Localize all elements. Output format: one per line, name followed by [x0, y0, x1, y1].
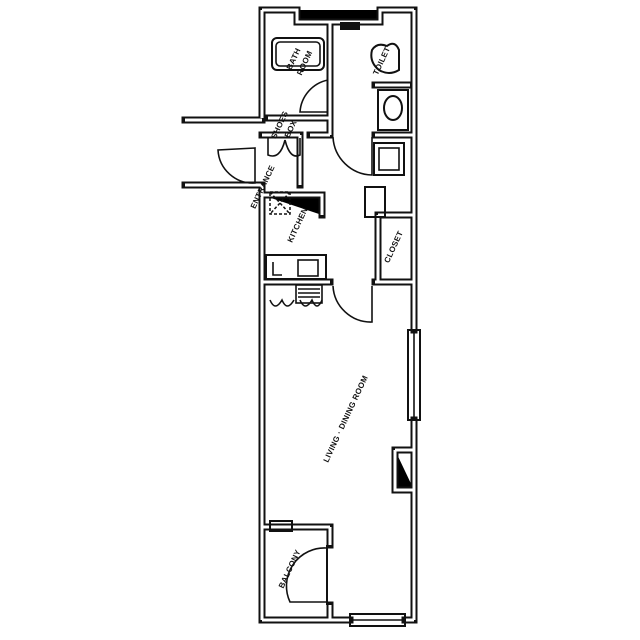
- entrance-door-arc: [217, 147, 256, 184]
- fixtures: [217, 37, 409, 605]
- sink-basin: [383, 95, 403, 121]
- washer: [373, 142, 405, 176]
- walls: [185, 10, 414, 620]
- living-door-arc: [332, 285, 373, 323]
- balcony-door-arc: [285, 547, 327, 603]
- floor-hatch: [269, 191, 291, 215]
- window-top: [340, 22, 360, 30]
- bath-door-arc: [299, 79, 329, 113]
- label-kitchen: KITCHEN: [286, 206, 310, 244]
- stove: [297, 259, 319, 277]
- kitchen-counter: [265, 254, 327, 280]
- label-living-dining: LIVING · DINING ROOM: [322, 374, 370, 464]
- sink-counter: [377, 89, 409, 131]
- shoe-box-doors: [267, 138, 301, 157]
- label-closet: CLOSET: [382, 230, 405, 265]
- closet-doors: [269, 298, 323, 307]
- door-arc-hall: [332, 136, 373, 176]
- windows: [269, 22, 421, 627]
- fridge: [364, 186, 386, 218]
- label-balcony: BALCONY: [277, 548, 303, 590]
- toilet-fixture: [370, 42, 400, 74]
- bathtub: [271, 37, 325, 71]
- window-balcony: [269, 520, 293, 532]
